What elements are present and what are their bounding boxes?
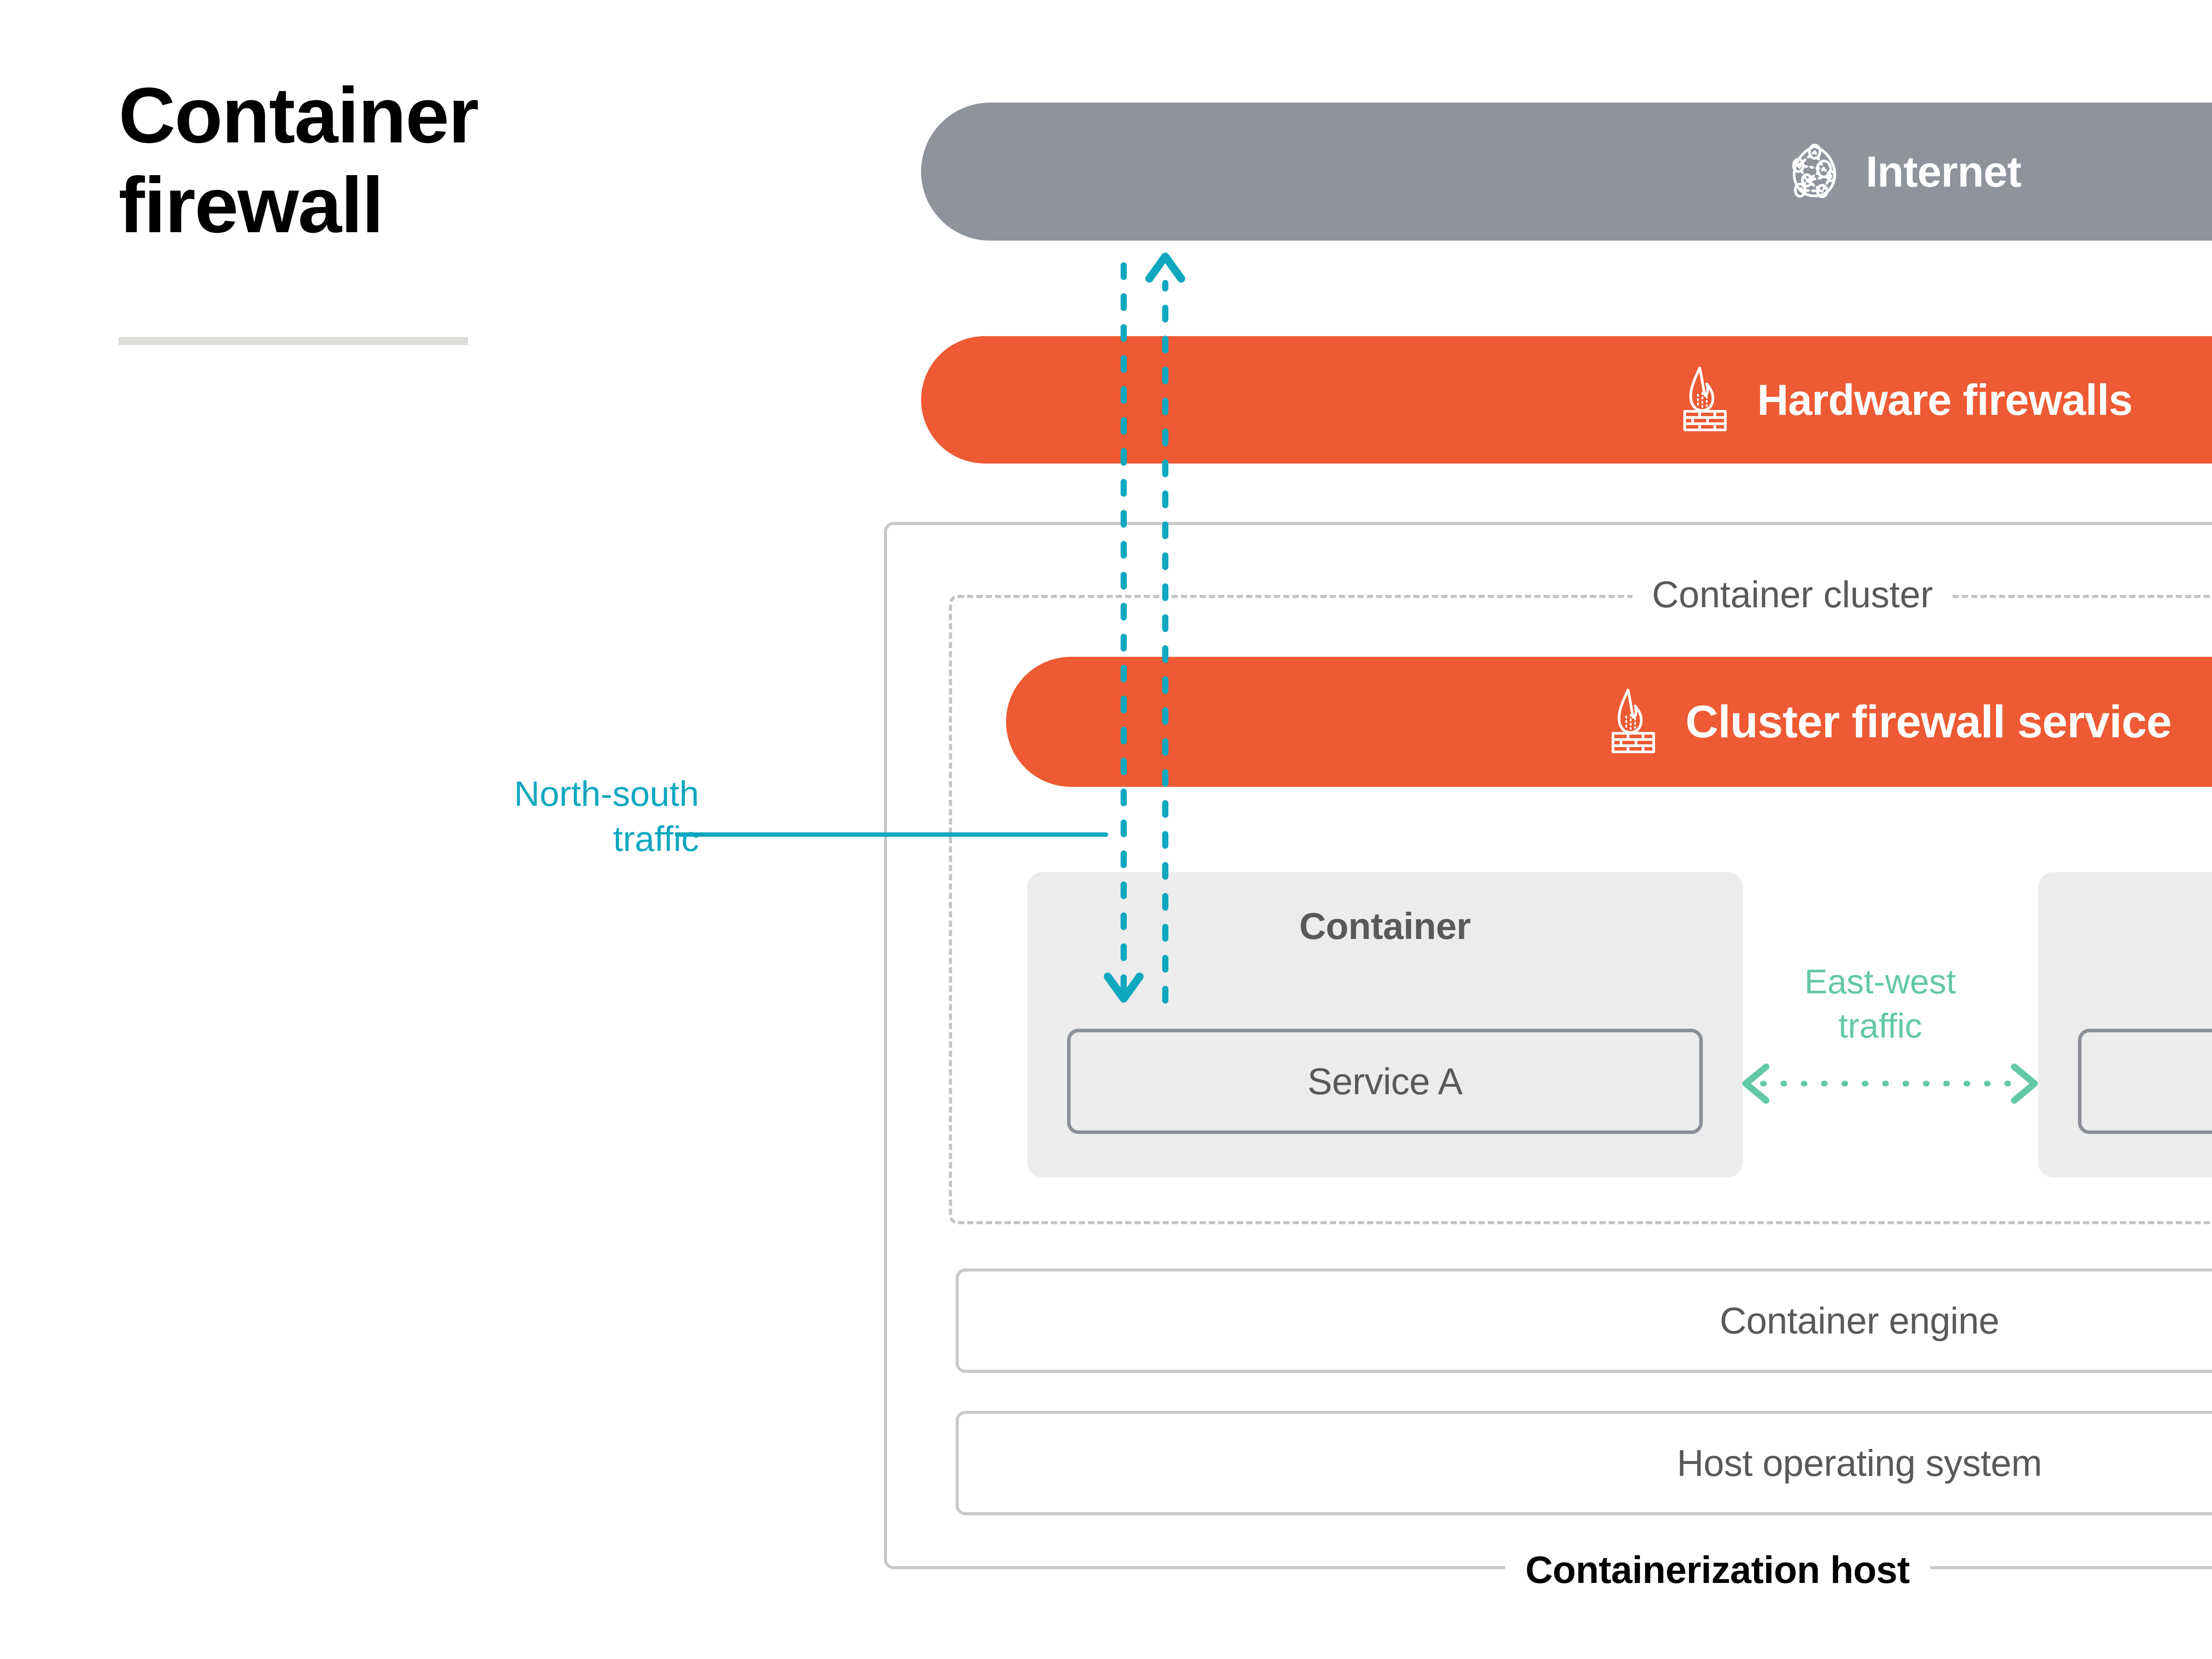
title-divider-rule: [119, 337, 468, 345]
host-operating-system-row: Host operating system: [956, 1411, 2212, 1515]
containerization-host-label-wrap: Containerization host: [1505, 1535, 1930, 1605]
host-operating-system-label: Host operating system: [1677, 1442, 2042, 1484]
firewall-flame-brick-icon: [1606, 687, 1661, 757]
container-cluster-box: [949, 595, 2212, 1224]
service-b-box: Service B: [2078, 1029, 2212, 1134]
container-card-a: Container Service A: [1027, 872, 1743, 1177]
container-card-b: Container Service B: [2038, 872, 2212, 1177]
container-b-title: Container: [2038, 905, 2212, 948]
containerization-host-label: Containerization host: [1525, 1548, 1910, 1591]
cluster-firewall-service-bar: Cluster firewall service: [1006, 657, 2212, 787]
page-title: Container firewall: [119, 71, 479, 249]
service-a-label: Service A: [1307, 1060, 1463, 1102]
internet-layer-bar: Internet: [921, 103, 2212, 241]
hardware-firewall-layer-bar: Hardware firewalls: [921, 336, 2212, 464]
network-globe-icon: [1789, 142, 1841, 201]
container-a-title: Container: [1299, 905, 1471, 947]
east-west-traffic-label: East-west traffic: [1804, 962, 1956, 1045]
service-a-box: Service A: [1067, 1029, 1703, 1134]
container-cluster-label-wrap: Container cluster: [1632, 567, 1952, 622]
container-engine-row: Container engine: [956, 1268, 2212, 1373]
title-block: Container firewall: [119, 71, 782, 250]
north-south-traffic-label: North-south traffic: [514, 774, 699, 859]
cluster-firewall-label: Cluster firewall service: [1685, 696, 2172, 747]
hardware-firewall-label: Hardware firewalls: [1757, 375, 2133, 424]
container-cluster-label: Container cluster: [1652, 573, 1933, 615]
firewall-flame-brick-icon: [1678, 365, 1732, 435]
internet-label: Internet: [1866, 147, 2021, 196]
container-engine-label: Container engine: [1720, 1299, 1999, 1341]
